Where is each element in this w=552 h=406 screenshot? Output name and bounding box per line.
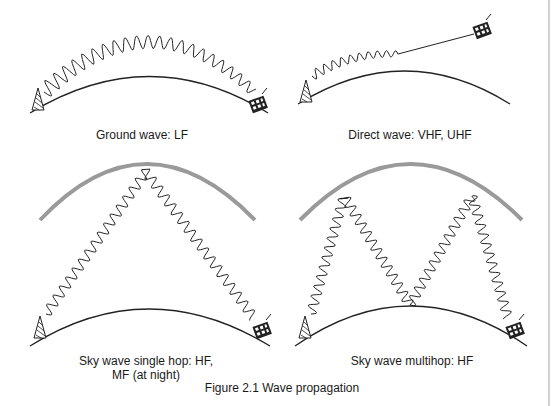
transmitter-tower [34,316,46,338]
earth-surface [30,309,270,346]
radio-wave [44,36,256,96]
earth-surface [30,77,268,114]
receiver-radio [252,314,271,339]
radio-wave [312,51,398,79]
transmitter-tower [32,88,44,110]
earth-surface [298,71,510,104]
ionosphere-layer [300,164,522,220]
receiver-radio [505,314,524,339]
panel-label: Direct wave: VHF, UHF [348,128,471,142]
frame-edge [548,0,550,406]
receiver-radio [472,14,491,39]
direct-ray [398,34,474,54]
wave-group [44,34,511,321]
panel-label: Sky wave multihop: HF [351,354,474,368]
earth-surface [295,306,527,346]
transmitter-tower [299,316,311,338]
figure-caption: Figure 2.1 Wave propagation [205,381,359,395]
panel-label: Ground wave: LF [96,128,188,142]
radio-wave [308,196,511,320]
radio-wave [46,169,255,320]
ionosphere-layer [40,164,255,220]
panel-label: Sky wave single hop: HF, MF (at night) [79,354,214,382]
transmitter-tower [300,80,312,102]
